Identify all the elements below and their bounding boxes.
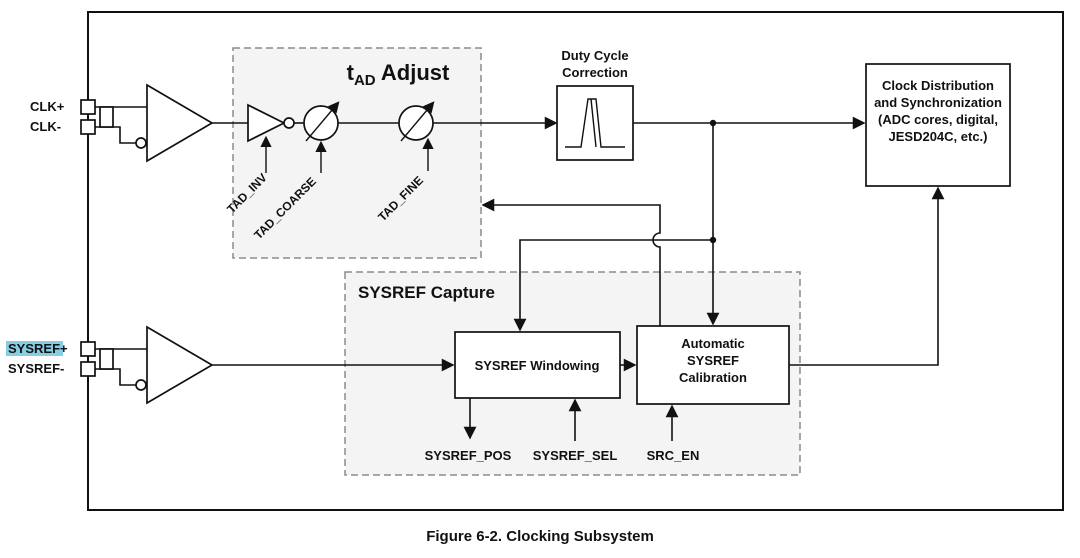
clock-distribution-block xyxy=(865,63,1011,187)
tad-adjust-region xyxy=(232,47,482,259)
tad-adjust-title: tAD Adjust xyxy=(347,60,450,89)
sysref-calibration-label-line1: Automatic xyxy=(681,336,745,351)
sysref-minus-pin xyxy=(80,361,96,377)
clk-plus-label: CLK+ xyxy=(30,99,65,114)
src-en-label: SRC_EN xyxy=(647,448,700,463)
pulse-waveform-icon xyxy=(565,98,625,148)
clk-buffer-inversion-bubble xyxy=(135,137,147,149)
calibration-to-distribution-wire xyxy=(789,186,945,366)
figure-caption: Figure 6-2. Clocking Subsystem xyxy=(426,528,654,545)
sysref-capture-title: SYSREF Capture xyxy=(358,283,495,302)
clk-to-windowing-wire xyxy=(513,239,713,332)
sysref-plus-pin xyxy=(80,341,96,357)
sysref-termination-resistor xyxy=(99,348,114,370)
sysref-buffer-inversion-bubble xyxy=(135,379,147,391)
sysref-plus-suffix-text: + xyxy=(60,341,68,356)
sysref-text-selection-highlight xyxy=(6,341,63,356)
clk-minus-wire xyxy=(95,126,136,144)
junction-dot xyxy=(709,236,717,244)
sysref-plus-highlighted-text: SYSREF xyxy=(8,341,60,356)
sysref-pos-label: SYSREF_POS xyxy=(425,448,512,463)
tad-coarse-variable-arrow xyxy=(305,101,340,142)
pulse-waveform-edge xyxy=(590,98,597,148)
duty-cycle-label-line1: Duty Cycle xyxy=(561,48,628,63)
tad-fine-variable-arrow xyxy=(400,101,435,142)
junction-dot xyxy=(709,119,717,127)
pulse-waveform-main xyxy=(565,98,625,148)
clk-input xyxy=(80,83,214,163)
tad-inverter xyxy=(247,103,286,143)
duty-cycle-correction-block xyxy=(556,85,634,161)
sysref-windowing-block xyxy=(454,331,621,399)
tad-title-rest: Adjust xyxy=(376,60,450,85)
clock-distribution-label-line3: (ADC cores, digital, xyxy=(878,112,998,127)
sysref-plus-label: SYSREF+ xyxy=(8,341,68,356)
clk-minus-label: CLK- xyxy=(30,119,61,134)
sysref-sel-label: SYSREF_SEL xyxy=(533,448,618,463)
clock-distribution-label-line1: Clock Distribution xyxy=(882,78,994,93)
sysref-windowing-label: SYSREF Windowing xyxy=(475,358,600,373)
clock-distribution-label-line4: JESD204C, etc.) xyxy=(889,129,988,144)
sysref-minus-label: SYSREF- xyxy=(8,361,64,376)
sysref-minus-wire xyxy=(95,368,136,386)
sysref-input xyxy=(80,325,214,405)
clk-termination-resistor xyxy=(99,106,114,128)
tad-title-t: t xyxy=(347,60,355,85)
clk-plus-pin xyxy=(80,99,96,115)
tad-inverter-bubble xyxy=(283,117,295,129)
tad-title-subscript: AD xyxy=(354,72,376,89)
sysref-calibration-block xyxy=(636,325,790,405)
duty-cycle-label-line2: Correction xyxy=(562,65,628,80)
clock-distribution-label-line2: and Synchronization xyxy=(874,95,1002,110)
clk-minus-pin xyxy=(80,119,96,135)
sysref-calibration-label-line3: Calibration xyxy=(679,370,747,385)
clk-input-buffer xyxy=(146,83,214,163)
subsystem-boundary xyxy=(87,11,1064,511)
calibration-feedback-wire xyxy=(481,198,661,326)
sysref-calibration-label-line2: SYSREF xyxy=(687,353,739,368)
tad-adjust-components xyxy=(247,101,435,143)
sysref-input-buffer xyxy=(146,325,214,405)
